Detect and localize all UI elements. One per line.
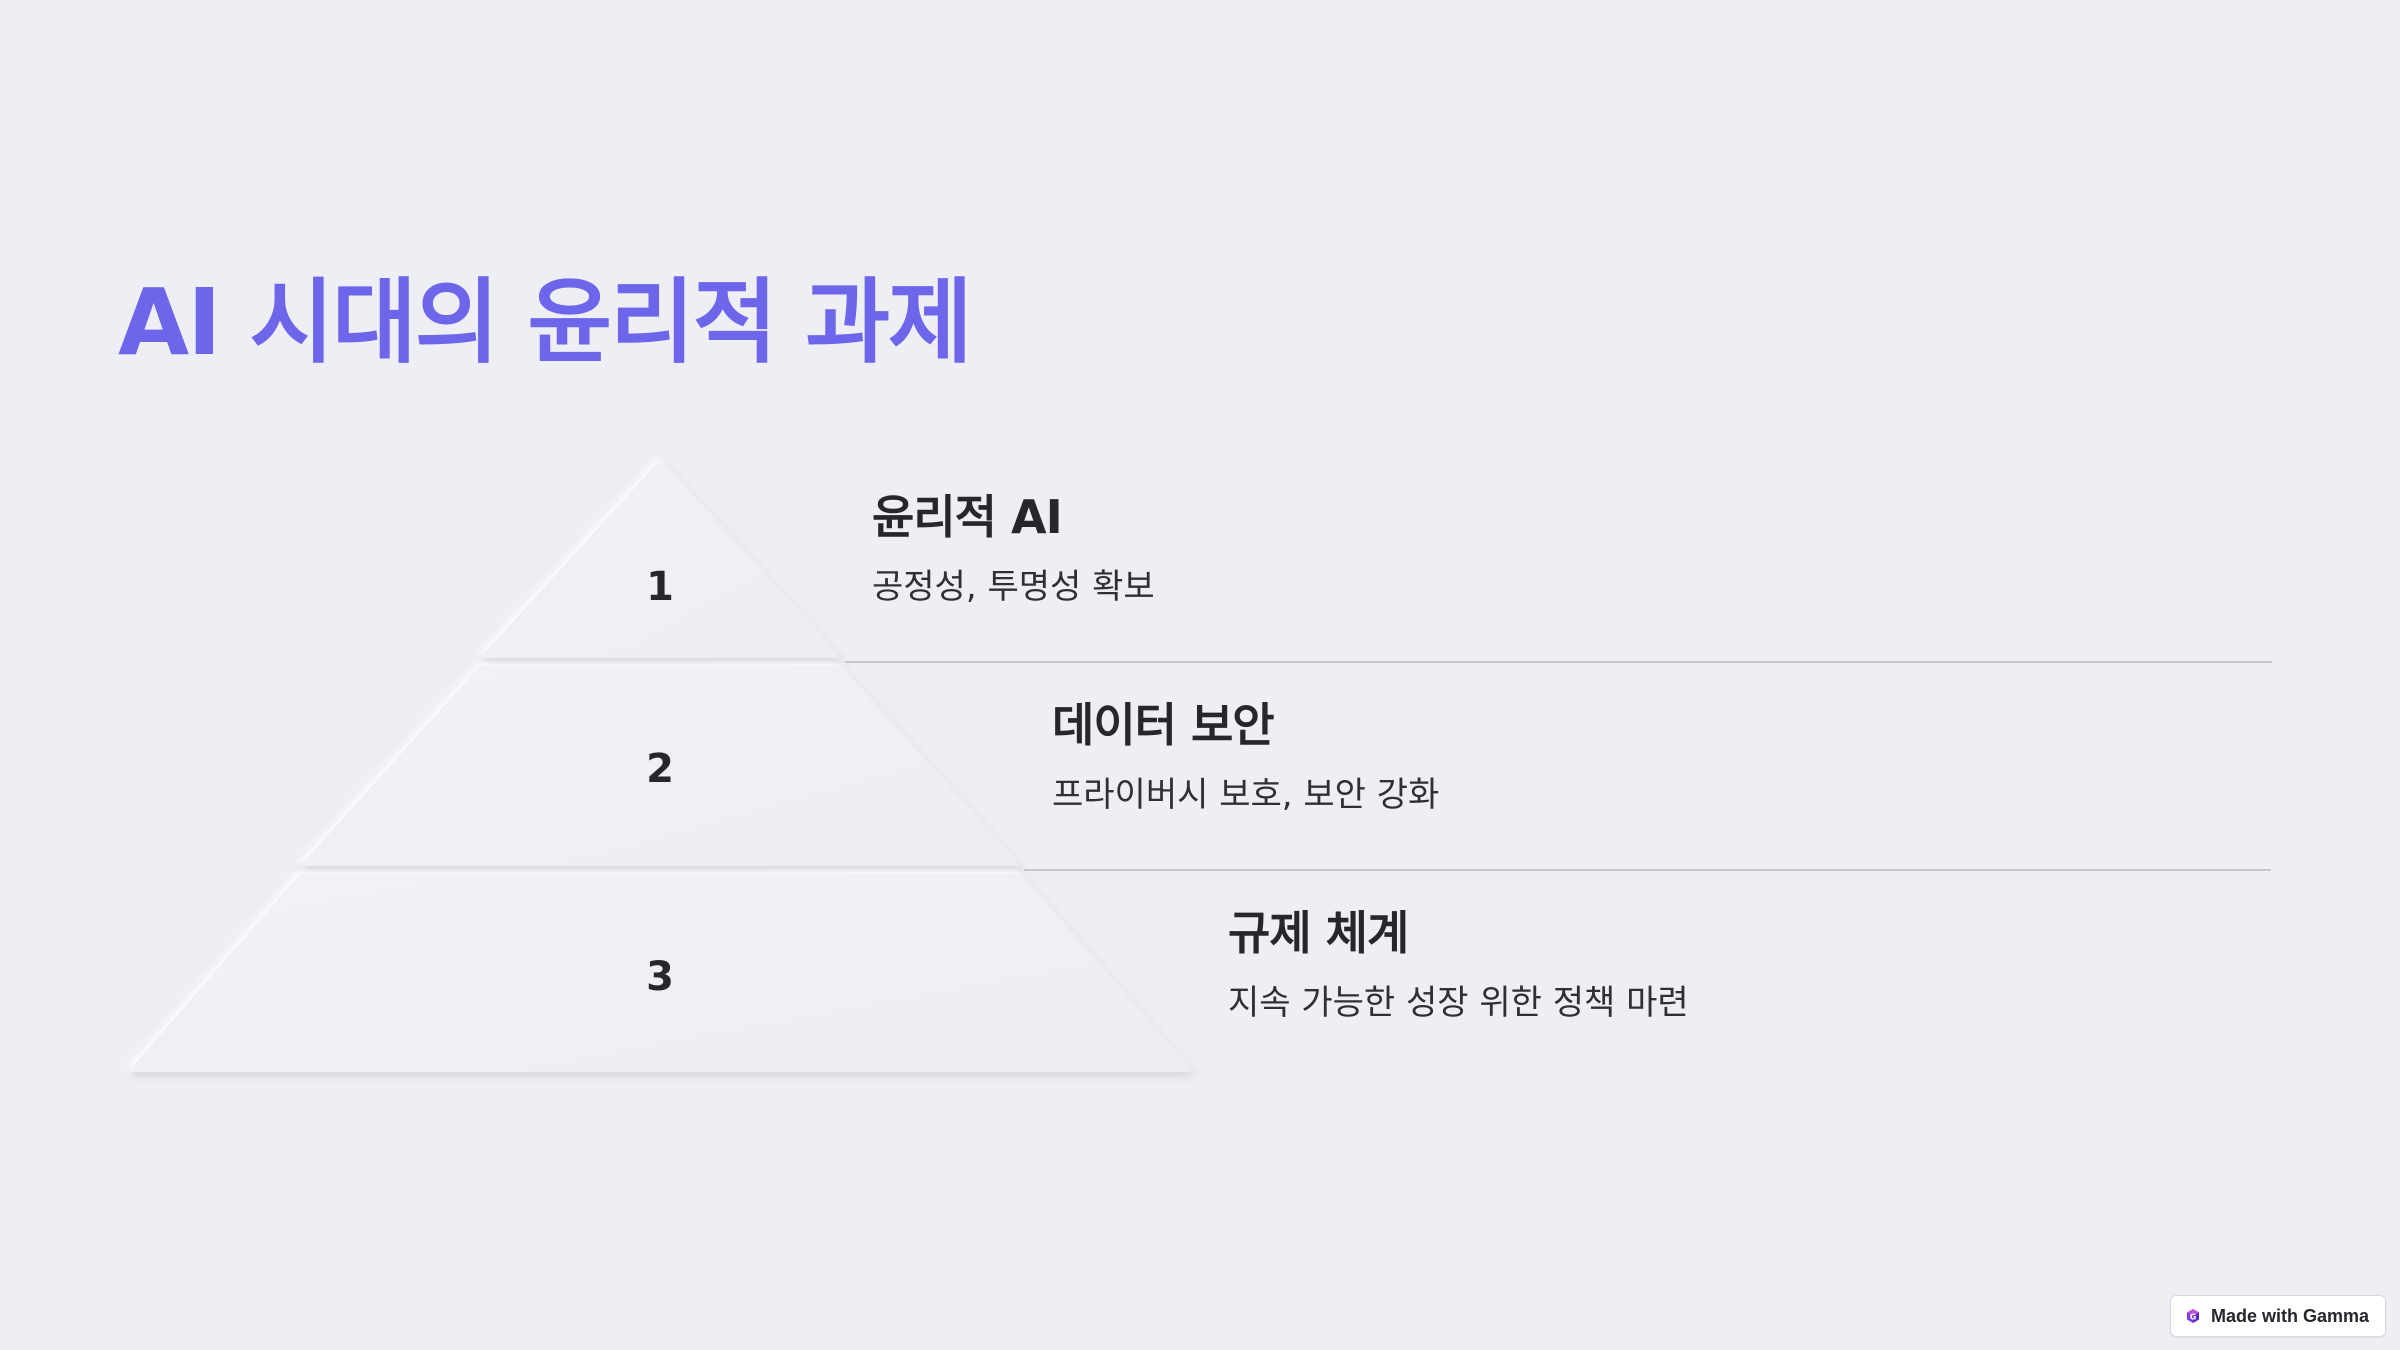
tier-1-text: 윤리적 AI 공정성, 투명성 확보 bbox=[872, 490, 1155, 609]
tier-2-divider bbox=[1024, 869, 2271, 871]
tier-3-description: 지속 가능한 성장 위한 정책 마련 bbox=[1228, 983, 1689, 1024]
svg-text:G: G bbox=[2190, 1313, 2197, 1322]
pyramid-tier-3-shape bbox=[128, 874, 1192, 1072]
tier-3-text: 규제 체계 지속 가능한 성장 위한 정책 마련 bbox=[1228, 906, 1689, 1025]
tier-3-heading: 규제 체계 bbox=[1228, 906, 1409, 960]
slide-title: AI 시대의 윤리적 과제 bbox=[118, 269, 973, 376]
made-with-gamma-badge[interactable]: G Made with Gamma bbox=[2169, 1295, 2386, 1337]
tier-1-divider bbox=[845, 661, 2272, 663]
pyramid-tier-2-number: 2 bbox=[646, 746, 674, 792]
pyramid-tier-1: 1 bbox=[480, 460, 840, 658]
tier-2-heading: 데이터 보안 bbox=[1052, 698, 1275, 752]
gamma-logo-icon: G bbox=[2186, 1309, 2199, 1323]
pyramid-tier-3: 3 bbox=[128, 874, 1192, 1072]
tier-2-description: 프라이버시 보호, 보안 강화 bbox=[1052, 775, 1440, 816]
pyramid-tier-1-number: 1 bbox=[646, 564, 674, 610]
pyramid-tier-3-number: 3 bbox=[646, 954, 674, 1000]
pyramid-tier-2: 2 bbox=[300, 666, 1020, 866]
pyramid-tier-1-shape bbox=[480, 460, 840, 658]
tier-1-description: 공정성, 투명성 확보 bbox=[872, 567, 1155, 608]
tier-2-text: 데이터 보안 프라이버시 보호, 보안 강화 bbox=[1052, 698, 1439, 817]
pyramid-tier-2-shape bbox=[300, 666, 1020, 866]
badge-label: Made with Gamma bbox=[2210, 1305, 2369, 1326]
tier-1-heading: 윤리적 AI bbox=[872, 490, 1063, 544]
